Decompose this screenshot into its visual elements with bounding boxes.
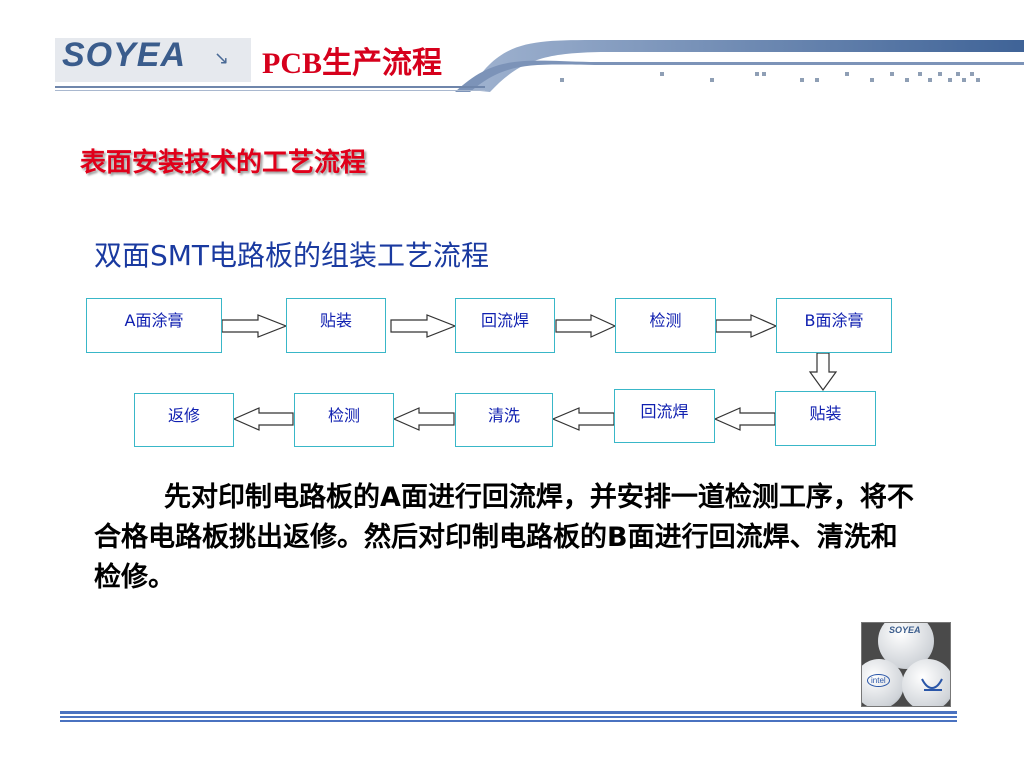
footer-lines <box>60 711 957 722</box>
flow-step-mount: 贴装 <box>286 298 386 353</box>
flow-step-b-paste: B面涂膏 <box>776 298 892 353</box>
description-paragraph: 先对印制电路板的A面进行回流焊，并安排一道检测工序，将不合格电路板挑出返修。然后… <box>94 482 914 593</box>
flow-step-mount-2: 贴装 <box>775 391 876 446</box>
flow-step-reflow: 回流焊 <box>455 298 555 353</box>
thumb-telecom-logo-icon <box>921 678 943 691</box>
partner-logos-thumbnail: SOYEA intel <box>861 622 951 707</box>
section-heading: 表面安装技术的工艺流程 <box>80 148 367 178</box>
arrow-right-3 <box>555 314 617 338</box>
sub-heading: 双面SMT电路板的组装工艺流程 <box>94 239 490 272</box>
flow-step-a-paste: A面涂膏 <box>86 298 222 353</box>
thumb-intel-logo: intel <box>867 674 890 687</box>
arrow-left-1 <box>713 407 776 431</box>
soyea-logo: SOYEA <box>62 36 187 74</box>
arrow-right-2 <box>390 314 457 338</box>
page-title: PCB生产流程 <box>262 47 442 80</box>
flow-step-reflow-2: 回流焊 <box>614 389 715 443</box>
thumb-soyea-logo: SOYEA <box>889 625 921 635</box>
arrow-down <box>808 352 838 392</box>
logo-arrow-icon: ↘ <box>214 48 230 69</box>
flow-step-inspect-2: 检测 <box>294 393 394 447</box>
header-banner <box>55 38 1024 92</box>
arrow-left-3 <box>392 407 455 431</box>
flow-step-clean: 清洗 <box>455 393 553 447</box>
arrow-left-2 <box>551 407 615 431</box>
flow-step-rework: 返修 <box>134 393 234 447</box>
arrow-right-4 <box>715 314 778 338</box>
arrow-right-1 <box>221 314 288 338</box>
flow-step-inspect: 检测 <box>615 298 716 353</box>
arrow-left-4 <box>232 407 294 431</box>
